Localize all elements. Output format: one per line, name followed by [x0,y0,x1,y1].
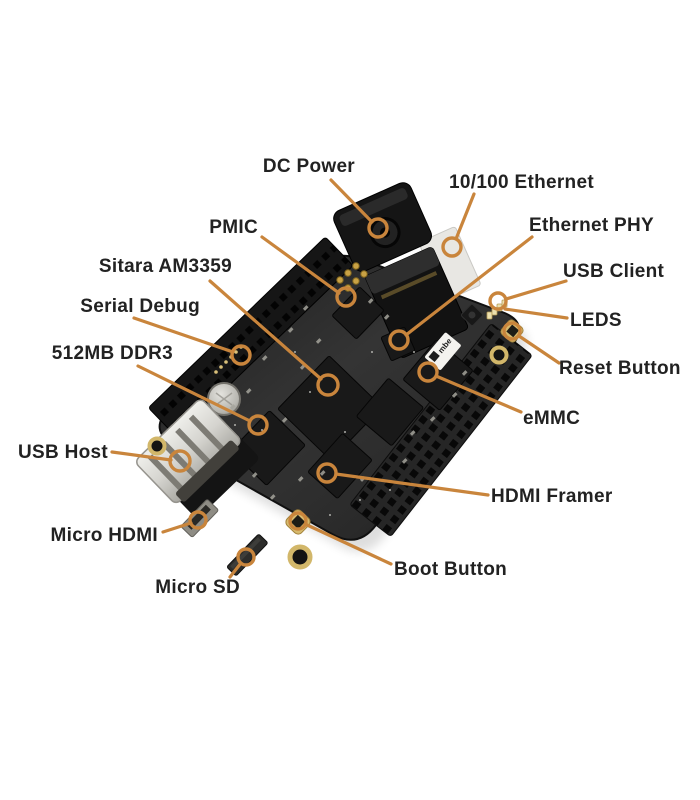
callout-label-usb-host: USB Host [17,442,108,463]
callout-ring-micro-hdmi [188,510,208,530]
callout-label-ethernet: 10/100 Ethernet [449,172,594,193]
dc-power-jack [333,182,433,272]
callout-line-hdmi-framer [334,472,490,497]
mounting-hole [287,544,313,570]
callout-label-ddr3: 512MB DDR3 [51,343,173,364]
callout-label-emmc: eMMC [523,408,581,429]
callout-ring-pmic [335,286,357,308]
callout-ring-dc-power [367,217,389,239]
callout-label-usb-client: USB Client [563,261,665,282]
callout-ring-boot [288,511,308,531]
usb-host-port [136,399,259,518]
mounting-hole [489,345,509,365]
callout-line-sitara [208,279,323,381]
callout-line-pmic [260,235,341,295]
callout-ring-micro-sd [236,547,256,567]
callout-label-micro-hdmi: Micro HDMI [50,525,158,546]
embest-logo: mbe [425,332,461,370]
callout-label-dc-power: DC Power [262,156,355,177]
callout-ring-serial [230,344,252,366]
callout-line-reset [517,334,561,365]
callout-label-reset: Reset Button [559,358,681,379]
callout-ring-reset [502,321,522,341]
callout-line-dc-power [329,178,374,224]
callout-label-micro-sd: Micro SD [155,577,240,598]
callout-line-emmc [434,374,523,414]
callout-rings [168,217,522,567]
callout-label-hdmi-framer: HDMI Framer [491,486,613,507]
callout-line-boot [303,522,393,566]
sitara-am3359-chip [278,356,382,460]
callout-label-pmic: PMIC [209,217,258,238]
micro-sd-slot [227,534,268,576]
ethernet-jack [365,226,481,358]
callout-line-micro-sd [228,561,243,579]
callout-label-phy: Ethernet PHY [529,215,655,236]
callout-ring-hdmi-framer [316,462,338,484]
callout-ring-phy [388,329,410,351]
callout-line-ethernet [454,192,476,241]
callout-label-boot: Boot Button [394,559,508,580]
callout-label-serial: Serial Debug [80,296,200,317]
callout-label-leds: LEDS [570,310,622,331]
callout-line-serial [132,316,235,354]
callout-label-sitara: Sitara AM3359 [98,256,232,277]
callout-line-usb-host [110,450,173,462]
callout-ring-emmc [417,361,439,383]
callout-ring-usb-host [168,449,192,473]
callout-line-ddr3 [136,364,252,423]
callout-line-leds [503,307,569,320]
memory-chip [356,378,424,446]
callout-line-usb-client [504,279,568,301]
callout-line-phy [404,235,534,337]
callout-ring-usb-client [488,291,508,311]
callout-line-micro-hdmi [161,521,193,534]
callout-ring-ethernet [441,236,463,258]
power-button [461,304,483,326]
mounting-hole [147,436,167,456]
callout-ring-ddr3 [247,414,269,436]
expansion-header-left [148,236,354,437]
callout-lines [110,178,569,579]
smd-components [229,298,468,516]
callout-ring-sitara [316,373,340,397]
